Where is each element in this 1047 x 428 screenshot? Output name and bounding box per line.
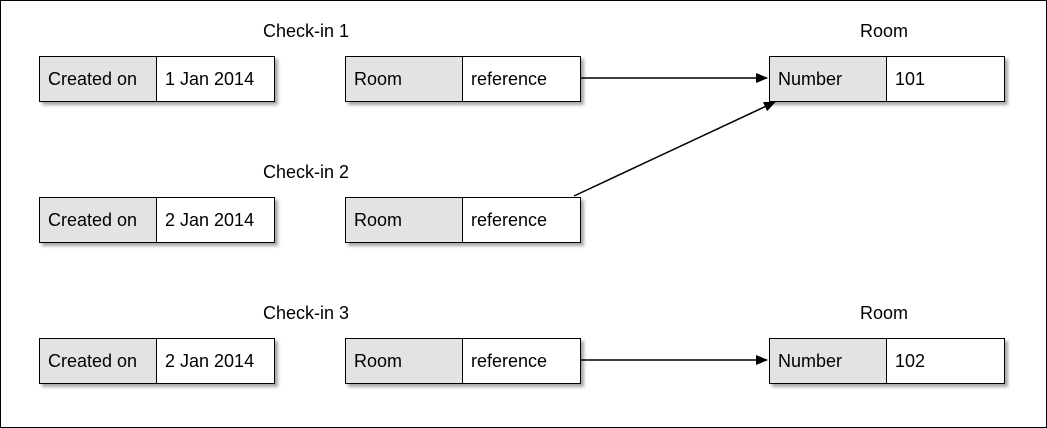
checkin-1-title: Check-in 1 — [263, 21, 350, 41]
room-2-number-value: 102 — [886, 338, 1005, 384]
room-1-number-label: Number — [769, 56, 887, 102]
checkin-1-created-label: Created on — [39, 56, 157, 102]
checkin-2-created-value: 2 Jan 2014 — [156, 197, 275, 243]
checkin-3-room-record: Room reference — [345, 338, 581, 384]
room-1-title: Room — [860, 21, 909, 41]
room-2-number-label: Number — [769, 338, 887, 384]
checkin-1-room-reference: reference — [462, 56, 581, 102]
checkin-3-created-record: Created on 2 Jan 2014 — [39, 338, 275, 384]
checkin-2-room-record: Room reference — [345, 197, 581, 243]
room-2-record: Number 102 — [769, 338, 1005, 384]
arrow-checkin-2-to-room-101 — [573, 101, 776, 197]
checkin-1-created-value: 1 Jan 2014 — [156, 56, 275, 102]
checkin-3-created-label: Created on — [39, 338, 157, 384]
room-1-record: Number 101 — [769, 56, 1005, 102]
checkin-1-room-label: Room — [345, 56, 463, 102]
checkin-3-title: Check-in 3 — [263, 303, 350, 323]
checkin-3-created-value: 2 Jan 2014 — [156, 338, 275, 384]
checkin-2-title: Check-in 2 — [263, 162, 350, 182]
room-2-title: Room — [860, 303, 909, 323]
checkin-1-created-record: Created on 1 Jan 2014 — [39, 56, 275, 102]
checkin-2-room-label: Room — [345, 197, 463, 243]
checkin-2-created-record: Created on 2 Jan 2014 — [39, 197, 275, 243]
checkin-3-room-label: Room — [345, 338, 463, 384]
checkin-2-created-label: Created on — [39, 197, 157, 243]
checkin-1-room-record: Room reference — [345, 56, 581, 102]
checkin-2-room-reference: reference — [462, 197, 581, 243]
checkin-3-room-reference: reference — [462, 338, 581, 384]
room-1-number-value: 101 — [886, 56, 1005, 102]
